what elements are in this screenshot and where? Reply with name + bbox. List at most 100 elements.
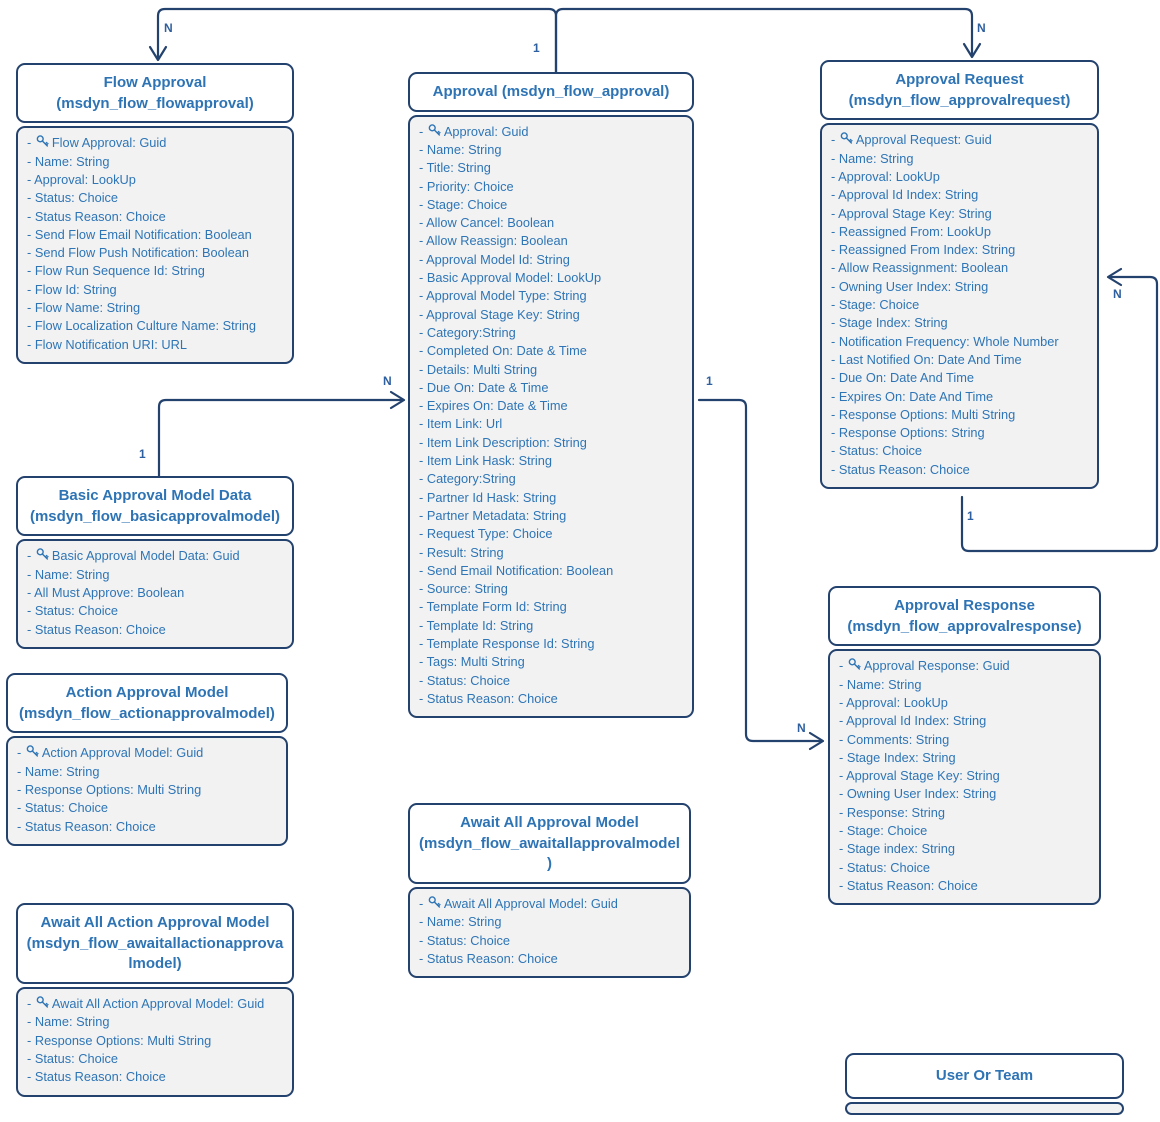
attribute-text: Notification Frequency: Whole Number: [838, 333, 1059, 349]
attribute-dash: -: [419, 379, 427, 395]
attribute-row: - Template Response Id: String: [419, 635, 687, 653]
entity-logical-name: (msdyn_flow_awaitallapprovalmodel): [419, 834, 680, 873]
arrowhead-right: [808, 731, 825, 751]
entity-approval[interactable]: Approval (msdyn_flow_approval) - Approva…: [408, 72, 694, 719]
attribute-dash: -: [27, 153, 35, 169]
key-icon: [36, 996, 49, 1008]
attribute-text: Category:String: [426, 471, 516, 487]
attribute-row: - Allow Reassign: Boolean: [419, 232, 687, 250]
attribute-text: Status Reason: Choice: [838, 461, 970, 477]
attribute-row: - Status: Choice: [27, 189, 287, 207]
key-icon: [36, 135, 49, 148]
attribute-row: - Status Reason: Choice: [839, 877, 1094, 895]
attribute-text: Flow Localization Culture Name: String: [34, 318, 257, 334]
attribute-dash: -: [419, 324, 427, 340]
attribute-row: - Category:String: [419, 324, 687, 342]
attribute-text: Status Reason: Choice: [426, 690, 558, 706]
attribute-row: - Status Reason: Choice: [17, 818, 281, 836]
entity-attributes: [845, 1101, 1124, 1115]
attribute-row: - Template Form Id: String: [419, 598, 687, 616]
entity-action-approval-model[interactable]: Action Approval Model (msdyn_flow_action…: [6, 673, 288, 846]
attribute-text: Status: Choice: [34, 190, 119, 206]
entity-display-name: Flow Approval: [103, 74, 207, 91]
attribute-row: - Stage Index: String: [839, 749, 1094, 767]
attribute-dash: -: [419, 932, 427, 948]
attribute-row: - Await All Approval Model: Guid: [419, 895, 684, 913]
attribute-text: Status: Choice: [846, 859, 931, 875]
entity-await-all-action-approval-model[interactable]: Await All Action Approval Model (msdyn_f…: [16, 903, 294, 1097]
attribute-row: - Flow Name: String: [27, 299, 287, 317]
attribute-text: Flow Notification URI: URL: [34, 336, 188, 352]
attribute-dash: -: [419, 233, 427, 249]
cardinality-label: 1: [967, 509, 974, 523]
attribute-row: - All Must Approve: Boolean: [27, 584, 287, 602]
attribute-dash: -: [419, 581, 427, 597]
attribute-dash: -: [27, 548, 35, 564]
attribute-text: Last Notified On: Date And Time: [838, 351, 1022, 367]
attribute-dash: -: [27, 226, 35, 242]
attribute-row: - Stage index: String: [839, 840, 1094, 858]
attribute-text: Status: Choice: [426, 932, 511, 948]
attribute-dash: -: [27, 566, 35, 582]
attribute-row: - Action Approval Model: Guid: [17, 744, 281, 762]
entity-display-name: Approval Response: [894, 597, 1035, 614]
attribute-text: Template Response Id: String: [426, 636, 595, 651]
attribute-dash: -: [419, 178, 427, 194]
attribute-text: Response Options: String: [838, 425, 985, 441]
entity-header: User Or Team: [845, 1053, 1124, 1099]
attribute-text: Name: String: [24, 763, 100, 779]
attribute-dash: -: [27, 336, 35, 352]
entity-await-all-approval-model[interactable]: Await All Approval Model (msdyn_flow_awa…: [408, 803, 691, 979]
attribute-dash: -: [831, 132, 839, 148]
attribute-dash: -: [831, 150, 839, 166]
attribute-text: Approval Stage Key: String: [838, 205, 992, 221]
entity-flow-approval[interactable]: Flow Approval (msdyn_flow_flowapproval) …: [16, 63, 294, 364]
attribute-row: - Stage: Choice: [831, 296, 1092, 314]
attribute-text: Name: String: [34, 153, 110, 169]
attribute-dash: -: [419, 526, 427, 542]
attribute-row: - Name: String: [17, 763, 281, 781]
entity-approval-request[interactable]: Approval Request (msdyn_flow_approvalreq…: [820, 60, 1099, 490]
attribute-text: Reassigned From Index: String: [838, 242, 1016, 258]
attribute-text: Template Id: String: [426, 617, 534, 633]
attribute-text: Partner Id Hask: String: [426, 489, 557, 505]
attribute-row: - Stage Index: String: [831, 314, 1092, 332]
entity-attributes: - Action Approval Model: Guid- Name: Str…: [6, 736, 288, 846]
attribute-row: - Status: Choice: [27, 1050, 287, 1068]
attribute-row: - Stage: Choice: [839, 822, 1094, 840]
attribute-row: - Status: Choice: [831, 442, 1092, 460]
attribute-row: - Reassigned From: LookUp: [831, 223, 1092, 241]
attribute-dash: -: [419, 270, 427, 286]
attribute-dash: -: [839, 676, 847, 692]
cardinality-label: 1: [533, 41, 540, 55]
attribute-text: Name: String: [846, 676, 922, 692]
attribute-row: - Status Reason: Choice: [27, 208, 287, 226]
attribute-text-primary-key: Approval Request: Guid: [855, 132, 992, 148]
entity-attributes: - Flow Approval: Guid- Name: String- App…: [16, 126, 294, 364]
attribute-row: - Name: String: [419, 913, 684, 931]
cardinality-label: 1: [706, 374, 713, 388]
entity-basic-approval-model[interactable]: Basic Approval Model Data (msdyn_flow_ba…: [16, 476, 294, 649]
attribute-text: Status Reason: Choice: [426, 950, 558, 966]
attribute-dash: -: [17, 818, 25, 834]
attribute-row: - Send Flow Email Notification: Boolean: [27, 226, 287, 244]
cardinality-label: N: [1113, 287, 1122, 301]
entity-display-name: Await All Action Approval Model: [40, 914, 270, 931]
attribute-dash: -: [839, 823, 847, 839]
entity-attributes: - Approval: Guid- Name: String- Title: S…: [408, 114, 694, 719]
entity-attributes: - Approval Request: Guid - Name: String - …: [820, 123, 1099, 490]
attribute-text: All Must Approve: Boolean: [34, 584, 185, 600]
attribute-dash: -: [839, 841, 847, 857]
entity-approval-response[interactable]: Approval Response (msdyn_flow_approvalre…: [828, 586, 1101, 906]
attribute-text: Status Reason: Choice: [34, 208, 166, 224]
attribute-text-primary-key: Await All Approval Model: Guid: [443, 896, 618, 912]
attribute-row: - Name: String: [831, 150, 1092, 168]
attribute-dash: -: [839, 731, 847, 747]
attribute-dash: -: [419, 123, 427, 139]
entity-user-or-team[interactable]: User Or Team: [845, 1053, 1124, 1115]
entity-logical-name: (msdyn_flow_awaitallactionapprovalmodel): [26, 934, 284, 973]
entity-display-name: Approval: [432, 83, 498, 100]
attribute-row: - Approval Stage Key: String: [831, 205, 1092, 223]
attribute-row: - Item Link: Url: [419, 415, 687, 433]
